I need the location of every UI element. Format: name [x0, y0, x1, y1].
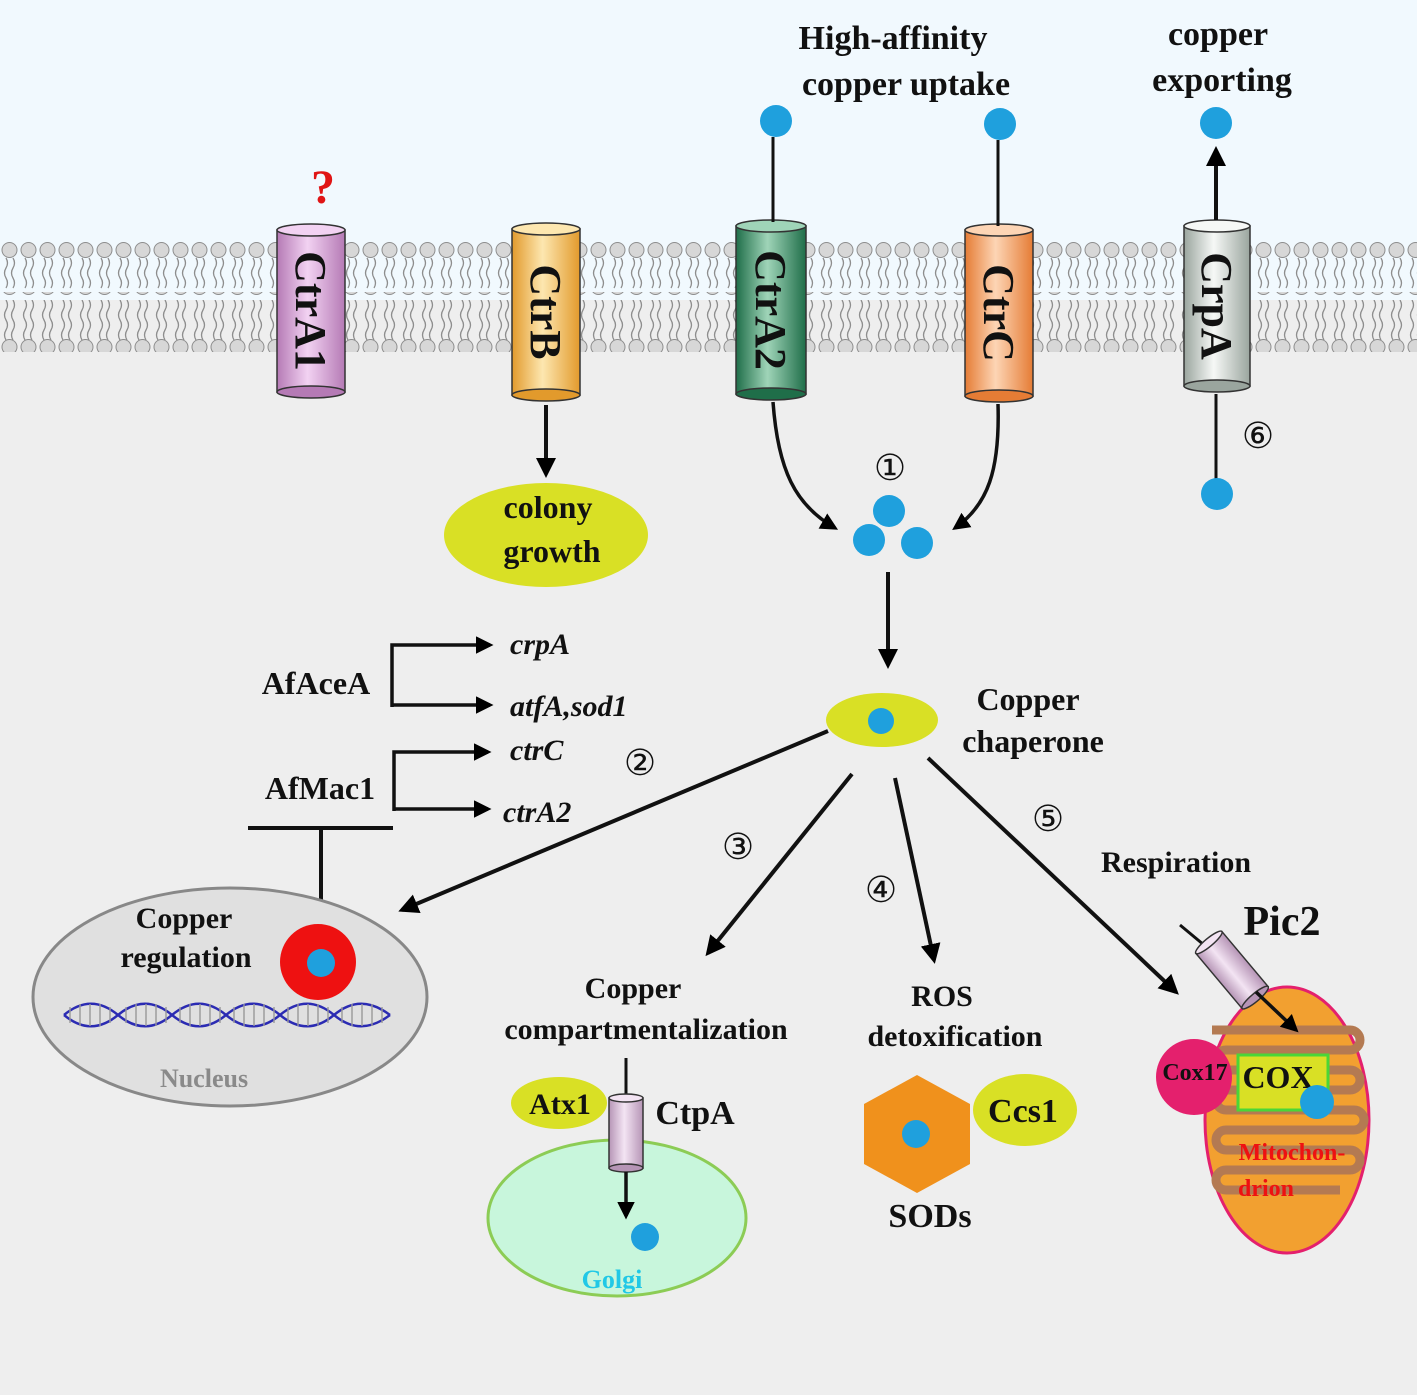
crpA-gene-label: crpA [510, 628, 570, 661]
copper-ion-cox [1300, 1085, 1334, 1119]
compartmentalization-line2: compartmentalization [504, 1013, 788, 1046]
uptake-label-line2: copper uptake [802, 66, 1010, 103]
copper-ion-sod [902, 1120, 930, 1148]
copper-ion-chaperone [868, 708, 894, 734]
colony-growth-line1: colony [504, 489, 593, 525]
cox17-circle [1156, 1039, 1232, 1115]
copper-ion-golgi [631, 1223, 659, 1251]
copper-ion-cluster [853, 495, 933, 559]
afmac1-bracket [392, 743, 492, 811]
crpA-transporter: CrpA [1183, 219, 1251, 393]
crpA-label: CrpA [1192, 252, 1241, 360]
ctrB-transporter: CtrB [511, 222, 581, 402]
copper-ion-exported [1200, 107, 1232, 139]
copper-ion-ctrA2 [760, 105, 792, 137]
atfA-sod1-gene-label: atfA,sod1 [510, 690, 628, 723]
nucleus-label: Nucleus [160, 1064, 248, 1093]
ctrA1-question-mark: ? [311, 161, 335, 214]
golgi-label: Golgi [582, 1265, 643, 1294]
copper-ion-crpA-inner [1201, 478, 1233, 510]
ccs1-label: Ccs1 [988, 1093, 1058, 1130]
afacea-label: AfAceA [262, 665, 370, 701]
atx1-ellipse [511, 1077, 607, 1129]
ctrC-gene-label: ctrC [510, 734, 564, 767]
chaperone-to-nucleus-arrow [398, 729, 829, 914]
afacea-bracket [390, 636, 494, 707]
ctpA-label: CtpA [655, 1095, 735, 1132]
ctrA2-transporter: CtrA2 [735, 219, 807, 401]
step-1-marker: ① [874, 448, 906, 488]
step-5-marker: ⑤ [1032, 799, 1064, 839]
cox17-label: Cox17 [1162, 1060, 1227, 1086]
uptake-label-line1: High-affinity [799, 20, 988, 57]
pic2-to-cox-arrow [1254, 990, 1299, 1033]
pic2-transporter [1194, 930, 1270, 1010]
ctrB-label: CtrB [521, 264, 570, 359]
colony-growth-line2: growth [503, 533, 600, 569]
ctrC-transporter: CtrC [964, 223, 1034, 403]
ctrA2-gene-label: ctrA2 [503, 796, 571, 829]
ctrA1-label: CtrA1 [286, 251, 335, 371]
copper-regulation-line1: Copper [136, 902, 233, 935]
export-label-line1: copper [1168, 16, 1268, 53]
membrane-outer-leaflet [0, 236, 1417, 292]
afmac1-label: AfMac1 [265, 770, 375, 806]
colony-growth-ellipse [444, 483, 648, 587]
copper-ion-nucleus [307, 949, 335, 977]
ctrA2-uptake-arrow [771, 401, 839, 530]
export-label-line2: exporting [1152, 62, 1292, 99]
ros-label-line1: ROS [911, 980, 973, 1013]
copper-regulation-line2: regulation [120, 941, 251, 974]
membrane-inner-leaflet [0, 292, 1417, 352]
ctpA-transporter [608, 1093, 644, 1173]
ctrC-label: CtrC [974, 264, 1023, 362]
mitochondrion-label-line2: drion [1238, 1176, 1294, 1202]
chaperone-to-golgi-arrow [705, 772, 854, 957]
pic2-label: Pic2 [1244, 899, 1321, 945]
chaperone-to-ros-arrow [893, 777, 941, 964]
step-3-marker: ③ [722, 827, 754, 867]
copper-ion-ctrC [984, 108, 1016, 140]
ctrC-uptake-arrow [952, 403, 1000, 531]
step-4-marker: ④ [865, 870, 897, 910]
sods-label: SODs [888, 1198, 971, 1235]
ctrA1-transporter: CtrA1 [276, 223, 346, 399]
ros-label-line2: detoxification [868, 1020, 1043, 1053]
mitochondrion-label-line1: Mitochon- [1239, 1140, 1346, 1166]
ctrA2-label: CtrA2 [746, 250, 795, 370]
step-2-marker: ② [624, 743, 656, 783]
chaperone-label-line1: Copper [976, 681, 1079, 717]
step-6-marker: ⑥ [1242, 416, 1274, 456]
cox-label: COX [1242, 1059, 1313, 1095]
chaperone-to-mitochondrion-arrow [926, 756, 1179, 995]
ccs1-ellipse [973, 1074, 1077, 1146]
chaperone-label-line2: chaperone [962, 723, 1104, 759]
mitochondrion [1203, 985, 1371, 1255]
respiration-label: Respiration [1101, 846, 1251, 879]
atx1-label: Atx1 [529, 1088, 591, 1121]
dna-helix [63, 1002, 391, 1028]
compartmentalization-line1: Copper [585, 972, 682, 1005]
